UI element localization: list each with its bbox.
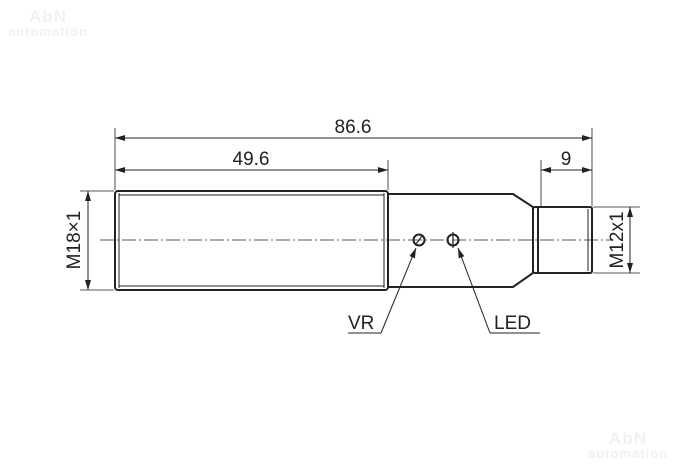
- label-led: LED: [494, 313, 531, 334]
- watermark-brand: AbN: [29, 7, 67, 26]
- label-m18: M18×1: [64, 211, 85, 270]
- led-leader: [457, 247, 491, 334]
- label-vr: VR: [348, 313, 374, 334]
- vr-potentiometer: [412, 233, 426, 247]
- housing-body: [388, 193, 534, 288]
- watermark-bottom-right: AbN automation: [588, 430, 668, 460]
- vr-leader: [380, 247, 417, 334]
- watermark-sub: automation: [588, 446, 669, 461]
- label-m12: M12x1: [607, 211, 628, 268]
- watermark-sub: automation: [8, 24, 89, 39]
- label-thread: 49.6: [233, 149, 270, 170]
- watermark-top-left: AbN automation: [8, 8, 88, 38]
- watermark-brand: AbN: [609, 429, 647, 448]
- connector-m12: [532, 206, 593, 274]
- label-overall: 86.6: [335, 117, 372, 138]
- threaded-body: [114, 190, 389, 291]
- label-connector: 9: [561, 149, 572, 170]
